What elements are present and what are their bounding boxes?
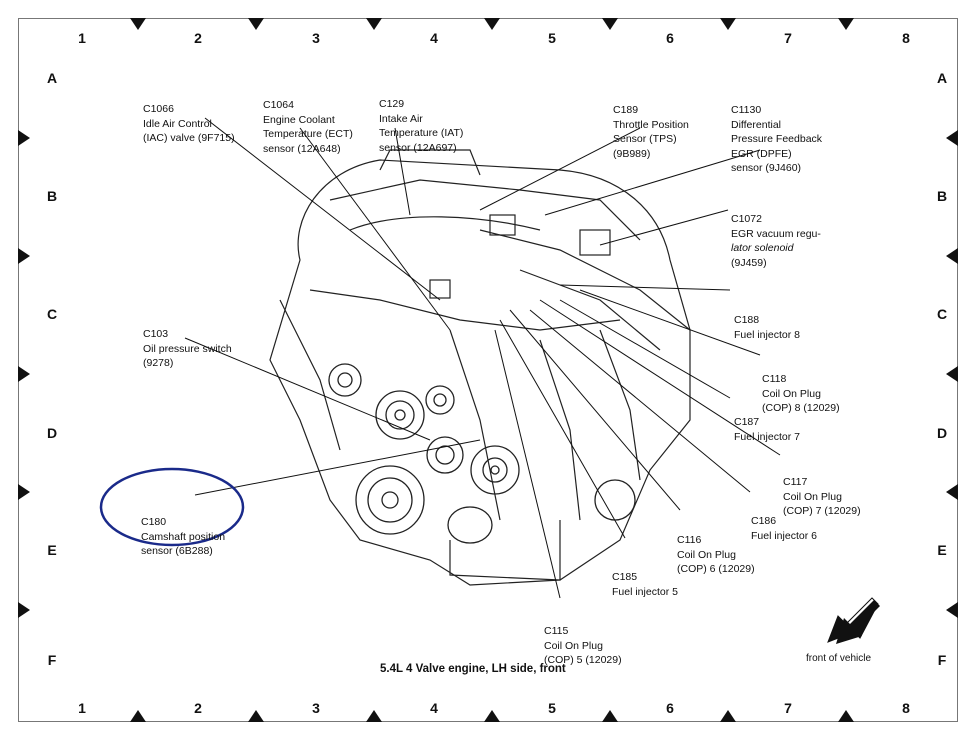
row-letter-right-c: C [936,306,948,322]
row-letter-right-d: D [936,425,948,441]
col-num-top-8: 8 [902,30,910,46]
row-letter-left-c: C [46,306,58,322]
col-num-top-1: 1 [78,30,86,46]
col-num-bottom-2: 2 [194,700,202,716]
col-num-bottom-1: 1 [78,700,86,716]
col-num-top-6: 6 [666,30,674,46]
col-num-bottom-5: 5 [548,700,556,716]
row-letter-right-a: A [936,70,948,86]
col-num-top-3: 3 [312,30,320,46]
highlight-ellipse [99,467,245,547]
col-num-top-5: 5 [548,30,556,46]
row-letter-left-f: F [47,652,57,668]
row-letter-left-a: A [46,70,58,86]
front-arrow-icon [827,597,880,644]
row-letter-left-e: E [47,542,57,558]
col-num-top-4: 4 [430,30,438,46]
col-num-bottom-6: 6 [666,700,674,716]
col-num-bottom-4: 4 [430,700,438,716]
col-num-top-2: 2 [194,30,202,46]
row-letter-left-d: D [46,425,58,441]
col-num-bottom-7: 7 [784,700,792,716]
diagram-caption: 5.4L 4 Valve engine, LH side, front [380,663,566,675]
row-letter-right-b: B [936,188,948,204]
engine-pulleys [328,363,636,544]
leader-lines [184,117,781,599]
row-letter-left-b: B [46,188,58,204]
row-letter-right-f: F [937,652,947,668]
col-num-bottom-8: 8 [902,700,910,716]
row-letter-right-e: E [937,542,947,558]
engine-line-art [269,149,691,586]
front-of-vehicle-label: front of vehicle [806,653,872,664]
edge-markers [18,18,958,722]
col-num-bottom-3: 3 [312,700,320,716]
col-num-top-7: 7 [784,30,792,46]
